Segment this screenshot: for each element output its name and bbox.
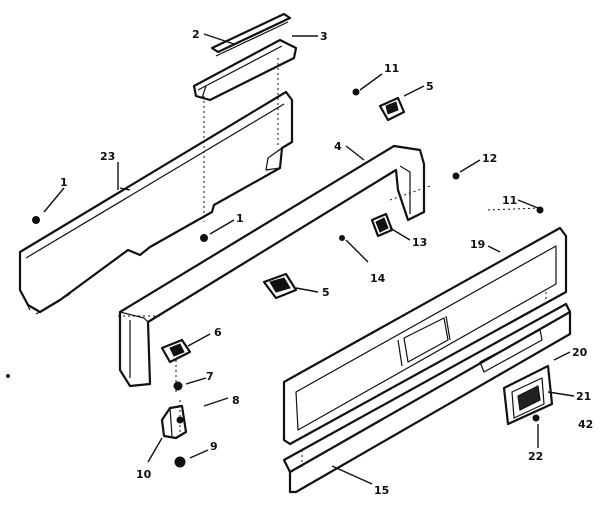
callout-22: 22 <box>528 450 543 463</box>
callout-6: 6 <box>214 326 222 339</box>
leader-lines <box>43 33 575 485</box>
callout-12: 12 <box>482 152 497 165</box>
callout-5a: 5 <box>426 80 434 93</box>
callout-19: 19 <box>470 238 485 251</box>
callout-5b: 5 <box>322 286 330 299</box>
part-15-trim <box>282 302 572 494</box>
part-19-front-panel <box>282 226 568 446</box>
fasteners <box>32 88 544 468</box>
screw-11a <box>352 88 360 96</box>
part-5a-clip <box>378 96 406 122</box>
part-6-bracket <box>160 338 192 364</box>
callout-4: 4 <box>334 140 342 153</box>
callout-10: 10 <box>136 468 152 481</box>
callout-8: 8 <box>232 394 240 407</box>
screw-14 <box>339 235 345 241</box>
stray-mark <box>6 374 10 378</box>
callout-7: 7 <box>206 370 214 383</box>
screw-1a <box>32 216 40 224</box>
screw-22 <box>532 414 540 422</box>
callout-42: 42 <box>578 418 593 431</box>
callout-14: 14 <box>370 272 386 285</box>
callout-23: 23 <box>100 150 115 163</box>
part-23-rear-panel <box>18 90 294 315</box>
callout-9: 9 <box>210 440 218 453</box>
screw-9 <box>174 456 186 468</box>
callout-11b: 11 <box>502 194 517 207</box>
callout-20: 20 <box>572 346 588 359</box>
part-2-strip <box>210 12 292 57</box>
screw-12 <box>452 172 460 180</box>
callout-2: 2 <box>192 28 200 41</box>
callout-labels: 2 3 11 5 23 1 4 12 1 11 13 19 14 5 6 7 8… <box>60 28 593 497</box>
screw-11b <box>536 206 544 214</box>
screw-1b <box>200 234 208 242</box>
part-5b-button <box>262 272 298 300</box>
callout-21: 21 <box>576 390 591 403</box>
callout-11a: 11 <box>384 62 399 75</box>
part-4-console <box>118 144 426 388</box>
part-10-hinge <box>160 404 188 440</box>
screw-7 <box>173 381 183 391</box>
part-13-switch <box>370 212 394 238</box>
callout-1a: 1 <box>60 176 68 189</box>
callout-3: 3 <box>320 30 328 43</box>
callout-1b: 1 <box>236 212 244 225</box>
callout-13: 13 <box>412 236 427 249</box>
callout-15: 15 <box>374 484 389 497</box>
part-20-21-display-module <box>502 364 554 426</box>
part-3-bracket <box>192 38 298 102</box>
